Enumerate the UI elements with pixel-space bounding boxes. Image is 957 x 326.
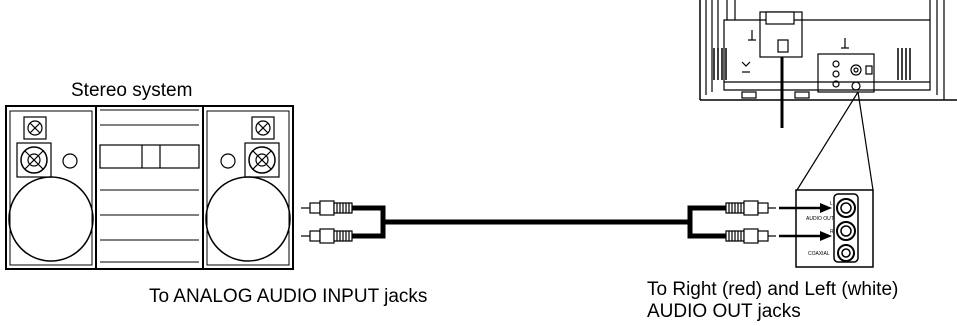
left-rca-plugs bbox=[301, 200, 353, 244]
right-speaker bbox=[202, 105, 294, 270]
tv-rear bbox=[699, 0, 957, 128]
rca-cable bbox=[301, 200, 776, 244]
audio-jack-panel bbox=[779, 91, 874, 268]
audio-out-label-line2: AUDIO OUT jacks bbox=[647, 301, 801, 322]
analog-input-label: To ANALOG AUDIO INPUT jacks bbox=[149, 286, 428, 307]
stereo-system bbox=[5, 105, 294, 270]
right-rca-plugs bbox=[725, 200, 776, 244]
audio-out-label-line1: To Right (red) and Left (white) bbox=[647, 279, 899, 300]
left-speaker bbox=[5, 105, 97, 270]
cable-wire bbox=[352, 205, 726, 239]
stereo-main-unit bbox=[95, 105, 204, 270]
stereo-system-label: Stereo system bbox=[71, 80, 193, 101]
